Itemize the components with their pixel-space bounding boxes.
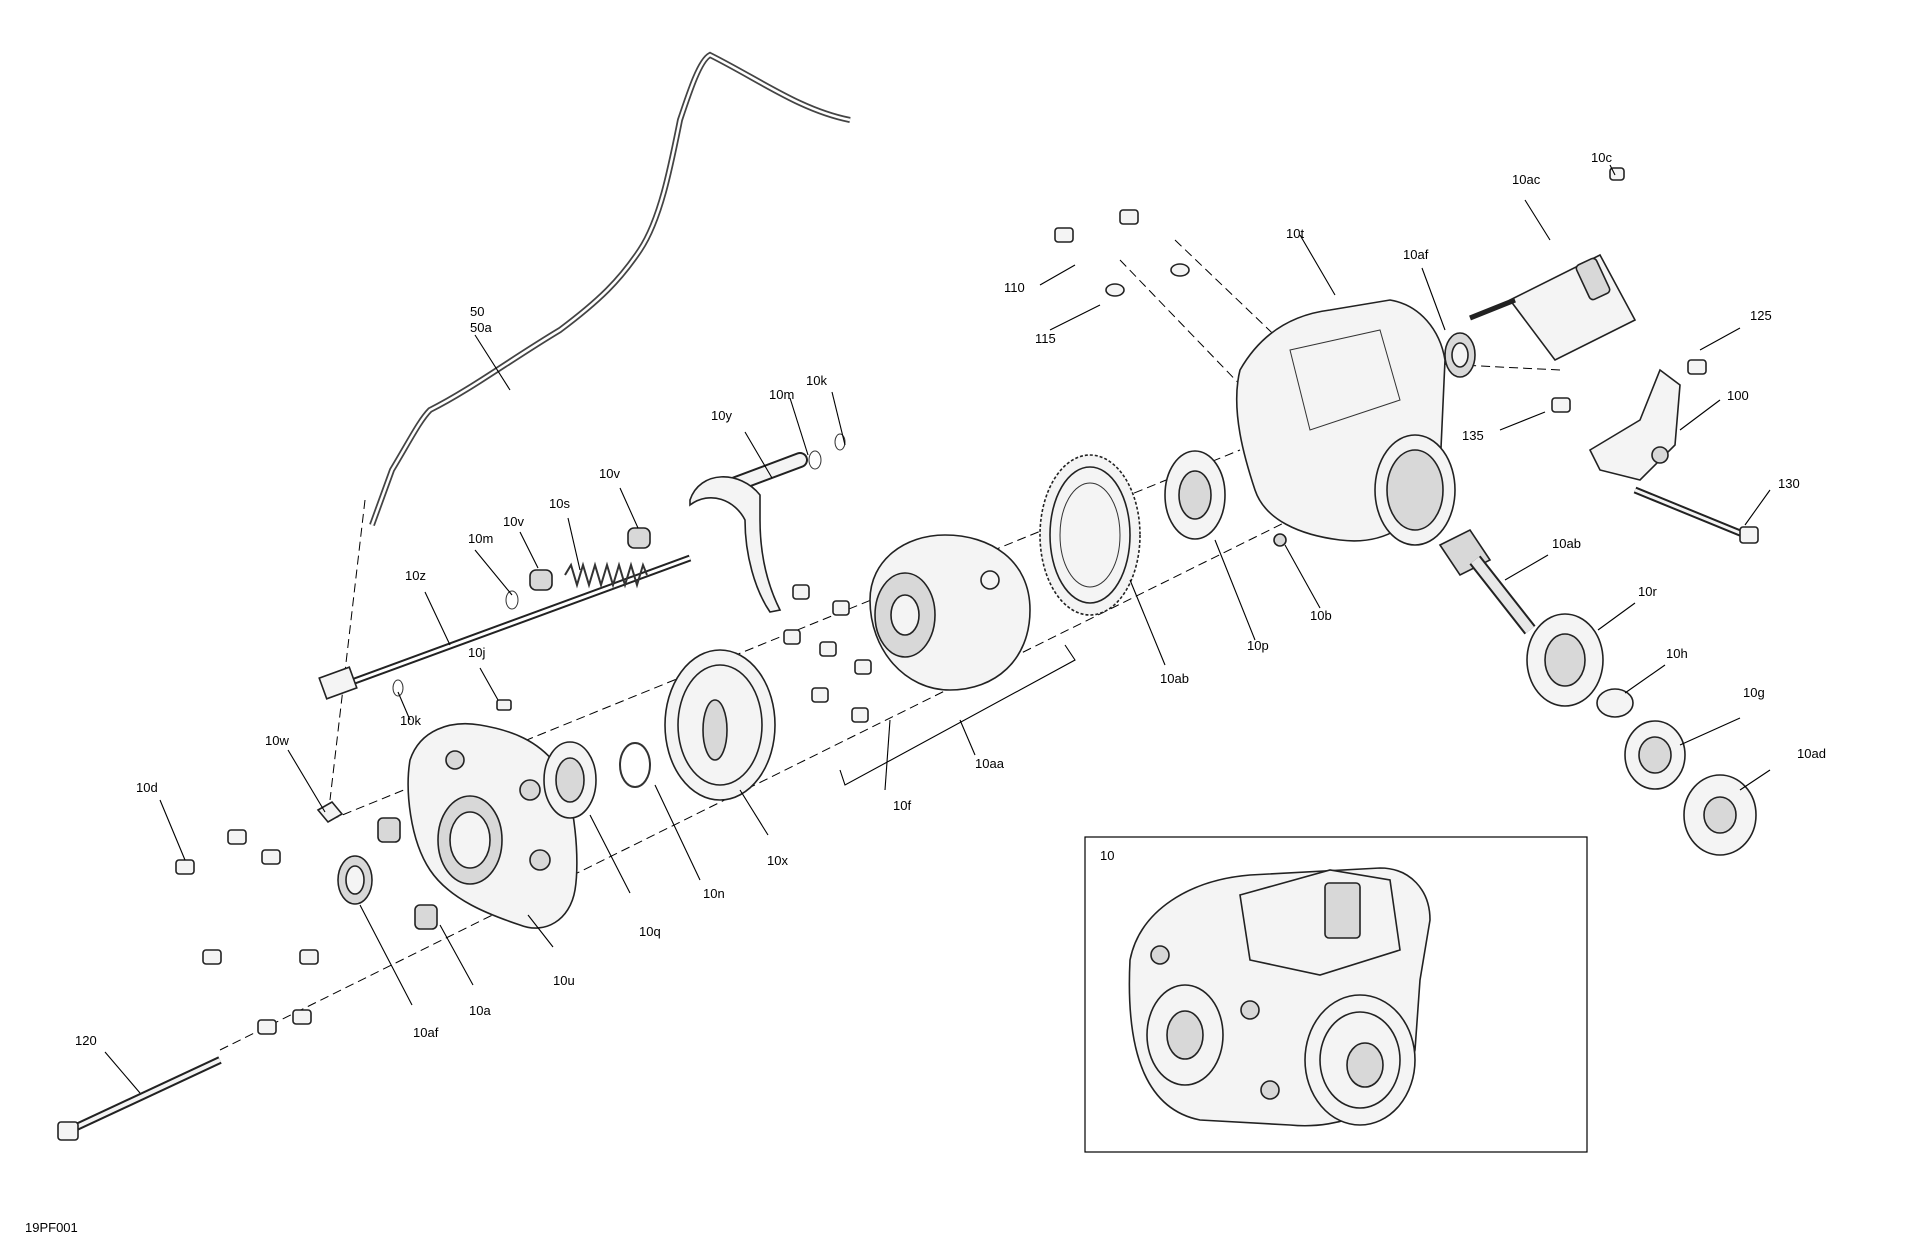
breather-hose xyxy=(369,51,851,527)
part-labels: 50 50a 10c 10ac 10t 10af 110 115 125 100… xyxy=(25,150,1826,1235)
label-10q: 10q xyxy=(639,924,661,939)
label-10k-top: 10k xyxy=(806,373,827,388)
nut-10h xyxy=(1596,688,1634,718)
group-bracket-10aa xyxy=(839,644,1076,786)
label-10m-left: 10m xyxy=(468,531,493,546)
main-housing xyxy=(1235,299,1456,547)
spacer-part xyxy=(627,527,651,549)
label-10x: 10x xyxy=(767,853,788,868)
label-10w: 10w xyxy=(265,733,289,748)
label-10p: 10p xyxy=(1247,638,1269,653)
label-10a: 10a xyxy=(469,1003,491,1018)
label-10u: 10u xyxy=(553,973,575,988)
shaft-axis-line xyxy=(329,499,366,801)
label-10ab-ring: 10ab xyxy=(1160,671,1189,686)
leader-lines xyxy=(104,164,1771,1094)
label-10v-left: 10v xyxy=(503,514,524,529)
pinion-shaft xyxy=(1438,528,1536,635)
washer-part xyxy=(1170,263,1190,277)
label-110: 110 xyxy=(1004,280,1025,295)
o-ring-part xyxy=(619,742,651,788)
label-10n: 10n xyxy=(703,886,725,901)
plug-part xyxy=(377,817,401,843)
bolt-axis-line xyxy=(1119,259,1251,396)
label-10z: 10z xyxy=(405,568,426,583)
assembled-unit-illustration xyxy=(1128,867,1431,1127)
label-10y: 10y xyxy=(711,408,732,423)
bolt-group xyxy=(783,584,872,723)
group-bracket-stem xyxy=(959,719,976,756)
bolt-part xyxy=(1119,209,1139,225)
bracket-part xyxy=(1588,368,1681,481)
bolt-axis-line-2 xyxy=(1174,239,1291,351)
label-100: 100 xyxy=(1727,388,1749,403)
label-135: 135 xyxy=(1462,428,1484,443)
label-50a: 50a xyxy=(470,320,492,335)
spring-part xyxy=(564,561,648,589)
ring-gear xyxy=(1039,454,1141,616)
label-10f: 10f xyxy=(893,798,911,813)
nut-part xyxy=(1551,397,1571,413)
clip-part xyxy=(808,450,822,470)
diagram-id: 19PF001 xyxy=(25,1220,78,1235)
clip-part xyxy=(505,590,519,610)
washer-part xyxy=(1105,283,1125,297)
fitting-part xyxy=(316,800,344,824)
pin-part xyxy=(496,699,512,711)
right-axis-line xyxy=(1259,354,1561,371)
bolt-130 xyxy=(1633,486,1759,544)
assembly-inset: 10 xyxy=(1084,836,1588,1153)
label-10s: 10s xyxy=(549,496,570,511)
label-10af-bottom: 10af xyxy=(413,1025,439,1040)
bearing-middle xyxy=(1164,450,1226,540)
label-10ad: 10ad xyxy=(1797,746,1826,761)
spacer-part xyxy=(529,569,553,591)
seal-10ad xyxy=(1683,774,1757,856)
oil-seal-left xyxy=(337,855,373,905)
label-10k-bottom: 10k xyxy=(400,713,421,728)
differential-carrier xyxy=(869,534,1031,691)
label-10t: 10t xyxy=(1286,226,1304,241)
plug-part xyxy=(414,904,438,930)
label-10r: 10r xyxy=(1638,584,1657,599)
gear-10g xyxy=(1624,720,1686,790)
bearing-left xyxy=(543,741,597,819)
label-50: 50 xyxy=(470,304,484,319)
label-115: 115 xyxy=(1035,331,1056,346)
shift-shaft xyxy=(318,554,692,700)
left-cover xyxy=(407,723,578,929)
actuator-part xyxy=(1469,253,1637,362)
nut-part xyxy=(1687,359,1707,375)
clip-part xyxy=(834,433,846,451)
label-10c: 10c xyxy=(1591,150,1612,165)
label-10b: 10b xyxy=(1310,608,1332,623)
label-10h: 10h xyxy=(1666,646,1688,661)
shift-fork xyxy=(689,452,808,613)
label-10af-top: 10af xyxy=(1403,247,1429,262)
label-10v-right: 10v xyxy=(599,466,620,481)
label-10ab-shaft: 10ab xyxy=(1552,536,1581,551)
flange-bolts xyxy=(175,829,319,1035)
long-bolt-120 xyxy=(57,1056,222,1141)
label-10j: 10j xyxy=(468,645,485,660)
label-10m-top: 10m xyxy=(769,387,794,402)
inset-label: 10 xyxy=(1100,848,1114,863)
bearing-right xyxy=(1526,613,1604,707)
oil-seal-top xyxy=(1444,332,1476,378)
clip-part xyxy=(392,679,404,697)
label-10d: 10d xyxy=(136,780,158,795)
bolt-part xyxy=(1054,227,1074,243)
label-125: 125 xyxy=(1750,308,1772,323)
label-10g: 10g xyxy=(1743,685,1765,700)
inset-frame xyxy=(1084,836,1588,1153)
label-130: 130 xyxy=(1778,476,1800,491)
label-10aa: 10aa xyxy=(975,756,1005,771)
label-10ac: 10ac xyxy=(1512,172,1541,187)
clutch-housing xyxy=(664,649,776,801)
breather-hose-highlight xyxy=(370,53,851,526)
lower-axis-line xyxy=(219,509,1311,1051)
label-120: 120 xyxy=(75,1033,97,1048)
